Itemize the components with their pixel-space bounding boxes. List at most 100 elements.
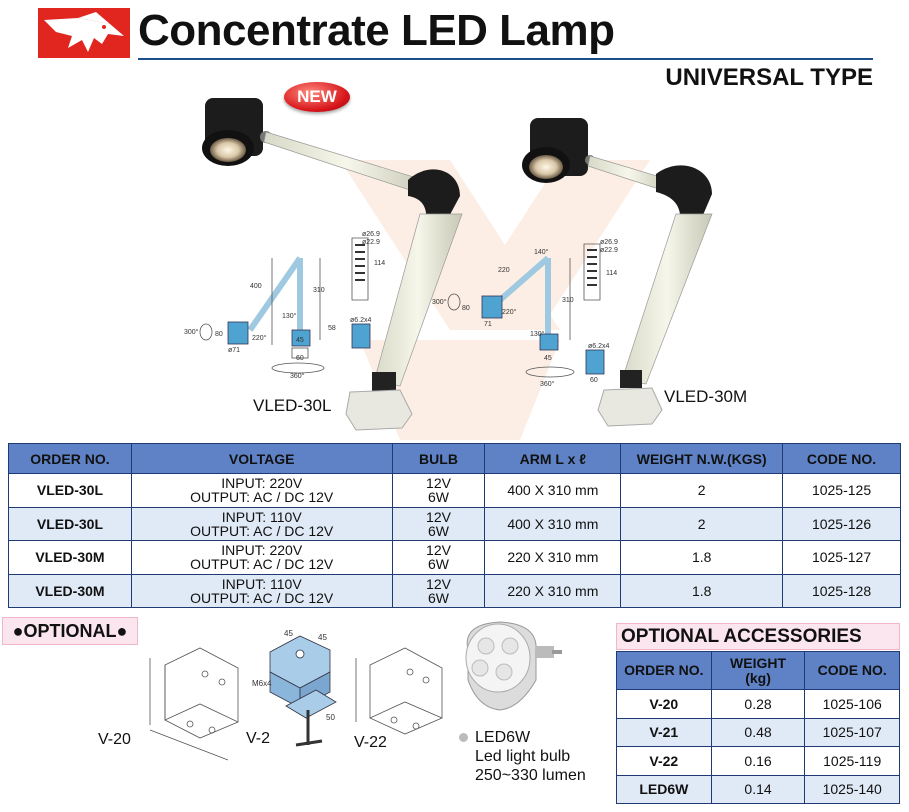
led6w-lumen: 250~330 lumen	[475, 767, 586, 784]
svg-text:M6x4: M6x4	[252, 679, 272, 688]
code-no: 1025-128	[782, 573, 901, 608]
svg-text:45: 45	[284, 629, 293, 638]
weight: 0.28	[710, 689, 806, 719]
svg-text:80: 80	[215, 331, 223, 338]
title-divider	[138, 58, 873, 60]
svg-text:71: 71	[484, 321, 492, 328]
order-no: VLED-30L	[8, 473, 132, 508]
bracket-label-v22: V-22	[354, 734, 387, 751]
new-badge: NEW	[284, 82, 350, 112]
col-code-no: CODE NO.	[804, 651, 900, 690]
spec-table-header: ORDER NO. VOLTAGE BULB ARM L x ℓ WEIGHT …	[8, 443, 901, 474]
svg-text:ø22.9: ø22.9	[600, 247, 618, 254]
weight: 0.16	[710, 746, 806, 776]
order-no: V-22	[616, 746, 712, 776]
svg-text:ø26.9: ø26.9	[600, 239, 618, 246]
code-no: 1025-127	[782, 540, 901, 575]
svg-text:58: 58	[328, 325, 336, 332]
weight: 2	[620, 506, 784, 541]
svg-text:130°: 130°	[282, 312, 297, 320]
svg-text:45: 45	[296, 337, 304, 344]
svg-text:310: 310	[562, 297, 574, 304]
col-order-no: ORDER NO.	[616, 651, 712, 690]
eagle-logo	[38, 8, 130, 58]
table-row: LED6W 0.14 1025-140	[616, 774, 900, 804]
led6w-desc: Led light bulb	[475, 748, 571, 765]
led6w-bulb-picture	[465, 621, 562, 711]
svg-text:220: 220	[498, 267, 510, 274]
svg-text:45: 45	[318, 633, 327, 642]
code-no: 1025-107	[804, 717, 900, 747]
svg-text:220°: 220°	[252, 334, 267, 342]
arm: 400 X 310 mm	[484, 506, 622, 541]
product-illustration: 400 310 ø26.9 ø22.9 114 130° 220° 300° 3…	[184, 98, 713, 440]
accessories-title: OPTIONAL ACCESSORIES	[616, 623, 900, 650]
svg-text:ø6.2x4: ø6.2x4	[350, 317, 372, 324]
code-no: 1025-119	[804, 746, 900, 776]
code-no: 1025-106	[804, 689, 900, 719]
svg-text:60: 60	[296, 355, 304, 362]
order-no: V-20	[616, 689, 712, 719]
weight: 2	[620, 473, 784, 508]
accessories-table: ORDER NO. WEIGHT(kg) CODE NO. V-20 0.28 …	[616, 651, 900, 804]
accessories-header: ORDER NO. WEIGHT(kg) CODE NO.	[616, 651, 900, 690]
svg-text:360°: 360°	[290, 372, 305, 380]
drawing-vled-30l: 400 310 ø26.9 ø22.9 114 130° 220° 300° 3…	[184, 231, 385, 380]
optional-tag: ●OPTIONAL●	[2, 617, 138, 645]
svg-text:220°: 220°	[502, 308, 517, 316]
svg-text:45: 45	[544, 355, 552, 362]
col-order-no: ORDER NO.	[8, 443, 132, 474]
weight: 0.48	[710, 717, 806, 747]
led6w-name: LED6W	[475, 729, 531, 746]
col-arm: ARM L x ℓ	[484, 443, 622, 474]
col-code-no: CODE NO.	[782, 443, 901, 474]
order-no: VLED-30L	[8, 506, 132, 541]
optional-brackets-drawing: 45 45 M6x4 50	[149, 621, 562, 761]
led6w-description: LED6W Led light bulb 250~330 lumen	[459, 728, 586, 785]
drawing-vled-30m: ø26.9 ø22.9 114 220 310 140° 220° 130° 3…	[432, 239, 618, 388]
svg-text:60: 60	[590, 377, 598, 384]
col-weight: WEIGHT N.W.(KGS)	[620, 443, 784, 474]
svg-text:300°: 300°	[432, 298, 447, 306]
svg-text:300°: 300°	[184, 328, 199, 336]
product-label-vled-30m: VLED-30M	[664, 387, 748, 406]
svg-text:114: 114	[606, 270, 617, 277]
arm: 220 X 310 mm	[484, 573, 622, 608]
col-weight: WEIGHT(kg)	[710, 651, 806, 690]
order-no: V-21	[616, 717, 712, 747]
svg-text:ø71: ø71	[228, 347, 240, 354]
product-label-vled-30l: VLED-30L	[253, 396, 332, 415]
col-bulb: BULB	[391, 443, 486, 474]
svg-text:400: 400	[250, 283, 262, 290]
bracket-label-v2: V-2	[246, 730, 271, 747]
bracket-v22-drawing	[355, 647, 443, 735]
weight: 1.8	[620, 540, 784, 575]
bracket-label-v20: V-20	[98, 731, 131, 748]
page-title: Concentrate LED Lamp	[138, 6, 615, 55]
col-voltage: VOLTAGE	[130, 443, 393, 474]
code-no: 1025-140	[804, 774, 900, 804]
code-no: 1025-125	[782, 473, 901, 508]
svg-text:130°: 130°	[530, 330, 545, 338]
bracket-v20-drawing	[149, 647, 239, 761]
weight: 1.8	[620, 573, 784, 608]
svg-text:50: 50	[326, 713, 335, 722]
svg-text:80: 80	[462, 305, 470, 312]
order-no: VLED-30M	[8, 573, 132, 608]
page-subtitle: UNIVERSAL TYPE	[665, 64, 873, 91]
svg-text:114: 114	[374, 260, 385, 267]
code-no: 1025-126	[782, 506, 901, 541]
